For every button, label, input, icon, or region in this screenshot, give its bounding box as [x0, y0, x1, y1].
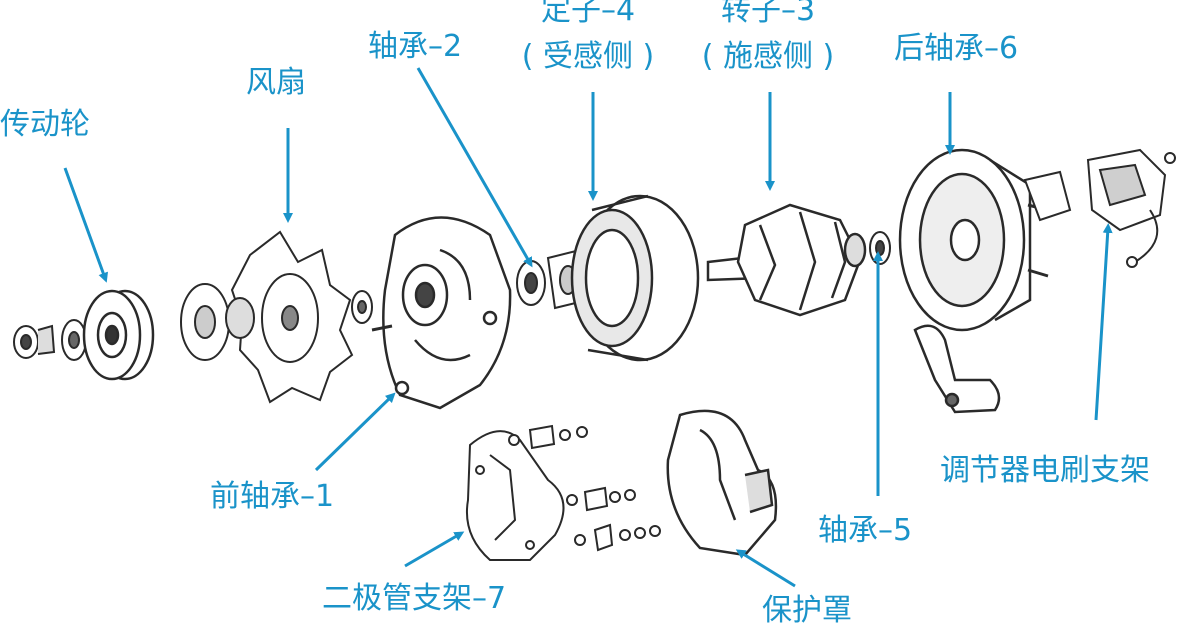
- regulator-brush-holder-part: [1023, 148, 1176, 268]
- arrow-diode-holder-7: [404, 531, 465, 568]
- rotor-part: [706, 203, 867, 317]
- label-pulley: 传动轮: [0, 107, 90, 142]
- washer-part: [61, 319, 87, 361]
- callout-arrows: [63, 67, 1113, 588]
- label-stator: 定子–4 ( 受感侧 ): [508, 0, 668, 72]
- nut-part: [13, 324, 56, 359]
- fan-part: [180, 230, 354, 404]
- label-protective-cover: 保护罩: [762, 593, 852, 628]
- label-stator-line1: 定子–4: [540, 0, 636, 28]
- label-rotor: 转子–3 ( 施感侧 ): [688, 0, 848, 72]
- stator-part: [570, 194, 700, 362]
- label-bearing-2: 轴承–2: [368, 29, 463, 64]
- label-stator-line2: ( 受感侧 ): [521, 39, 655, 74]
- arrow-pulley: [63, 167, 108, 283]
- rear-housing-part: [898, 148, 1049, 332]
- label-front-bearing-1: 前轴承–1: [210, 479, 335, 514]
- spacer-part: [351, 290, 373, 324]
- protective-cover-part: [666, 409, 778, 557]
- label-regulator-brush-holder: 调节器电刷支架: [940, 453, 1150, 488]
- label-fan: 风扇: [246, 65, 306, 100]
- arrow-protective-cover: [735, 549, 796, 588]
- label-rotor-line1: 转子–3: [720, 0, 816, 28]
- arrow-front-bearing-1: [314, 392, 396, 472]
- label-diode-holder-7: 二极管支架–7: [322, 581, 507, 616]
- arrow-regulator: [1094, 223, 1113, 421]
- label-rotor-line2: ( 施感侧 ): [701, 39, 835, 74]
- mounting-bracket-part: [913, 324, 1001, 414]
- label-bearing-5: 轴承–5: [818, 513, 913, 548]
- diode-holder-part: [466, 424, 661, 561]
- front-housing-part: [371, 216, 512, 410]
- arrow-bearing-2: [416, 67, 533, 268]
- pulley-part: [82, 289, 155, 381]
- label-rear-bearing-6: 后轴承–6: [894, 31, 1019, 66]
